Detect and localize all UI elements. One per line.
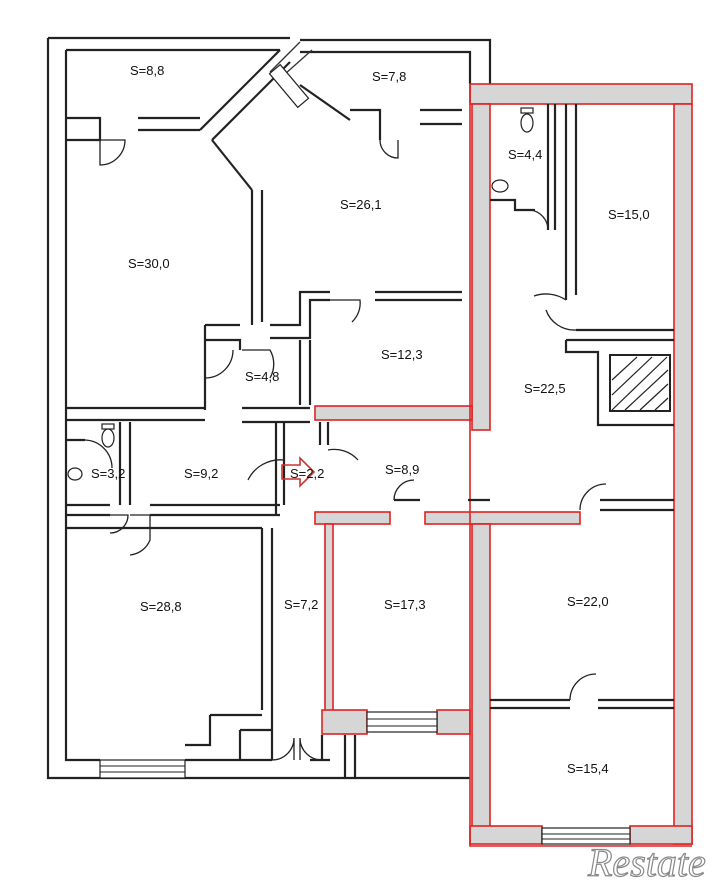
room-label-r14: S=28,8 <box>140 599 182 614</box>
room-labels: S=8,8 S=7,8 S=4,4 S=15,0 S=30,0 S=26,1 S… <box>91 63 650 776</box>
room-label-r4: S=15,0 <box>608 207 650 222</box>
room-label-r2: S=7,8 <box>372 69 406 84</box>
room-label-r13: S=8,9 <box>385 462 419 477</box>
room-label-r16: S=17,3 <box>384 597 426 612</box>
room-label-r12: S=2,2 <box>290 466 324 481</box>
outer-walls <box>46 36 492 780</box>
room-label-r15: S=7,2 <box>284 597 318 612</box>
entrance-arrow <box>281 456 316 488</box>
doors <box>84 139 607 761</box>
room-label-r18: S=15,4 <box>567 761 609 776</box>
room-label-r17: S=22,0 <box>567 594 609 609</box>
room-label-r3: S=4,4 <box>508 147 542 162</box>
room-label-r11: S=9,2 <box>184 466 218 481</box>
inner-walls <box>66 108 462 778</box>
watermark-logo: Restate <box>587 840 706 883</box>
windows <box>99 63 631 845</box>
room-label-r1: S=8,8 <box>130 63 164 78</box>
room-label-r5: S=30,0 <box>128 256 170 271</box>
right-inner-walls <box>394 104 674 710</box>
highlighted-walls <box>314 83 693 847</box>
toilet-fixtures <box>67 107 534 481</box>
room-label-r6: S=26,1 <box>340 197 382 212</box>
diagonal-walls <box>199 41 351 191</box>
ventilation-shaft <box>609 354 671 412</box>
room-label-r7: S=12,3 <box>381 347 423 362</box>
room-label-r8: S=4,8 <box>245 369 279 384</box>
room-label-r9: S=22,5 <box>524 381 566 396</box>
room-label-r10: S=3,2 <box>91 466 125 481</box>
